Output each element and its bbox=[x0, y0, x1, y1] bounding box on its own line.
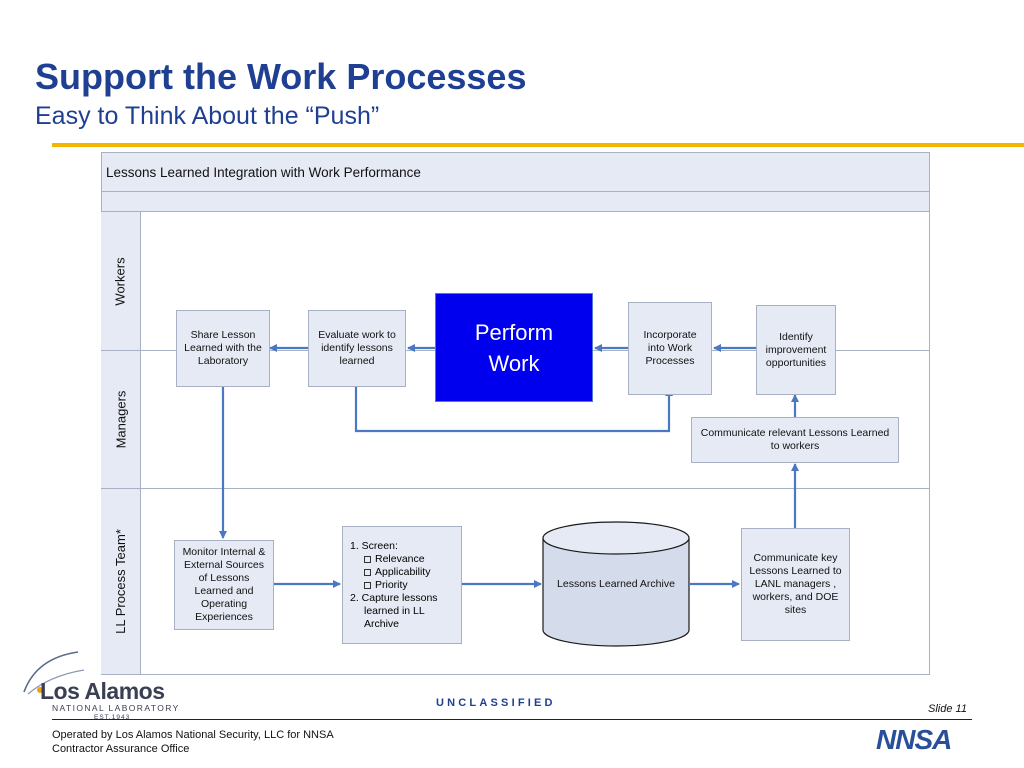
slide-subtitle: Easy to Think About the “Push” bbox=[35, 102, 380, 130]
screen-subitem: Priority bbox=[350, 579, 457, 592]
node-perform-work: Perform Work bbox=[435, 293, 593, 402]
office-text: Contractor Assurance Office bbox=[52, 743, 190, 755]
screen-subitem: Applicability bbox=[350, 566, 457, 579]
slide-title: Support the Work Processes bbox=[35, 56, 527, 97]
node-communicate-relevant: Communicate relevant Lessons Learned to … bbox=[691, 417, 899, 463]
node-communicate-key: Communicate key Lessons Learned to LANL … bbox=[741, 528, 850, 641]
node-screen-capture: 1. Screen: Relevance Applicability Prior… bbox=[342, 526, 462, 644]
lane-label-ll-process-team: LL Process Team* bbox=[101, 488, 141, 674]
node-archive-label: Lessons Learned Archive bbox=[557, 578, 675, 590]
diagram-header-band bbox=[101, 191, 930, 212]
screen-subitem-priority: Priority bbox=[375, 579, 408, 591]
slide-number: Slide 11 bbox=[928, 703, 967, 715]
node-evaluate-work: Evaluate work to identify lessons learne… bbox=[308, 310, 406, 387]
archive-cylinder bbox=[542, 521, 690, 647]
bullet-square-icon bbox=[364, 581, 371, 589]
diagram-header: Lessons Learned Integration with Work Pe… bbox=[101, 152, 930, 192]
node-incorporate: Incorporate into Work Processes bbox=[628, 302, 712, 395]
title-rule bbox=[52, 143, 1024, 147]
screen-item-1: 1. Screen: bbox=[350, 540, 398, 552]
footer-rule bbox=[52, 719, 972, 720]
logo-sub-text: NATIONAL LABORATORY bbox=[52, 703, 180, 713]
logo-est-text: EST.1943 bbox=[94, 714, 131, 721]
logo-main-text: Los Alamos bbox=[40, 678, 165, 704]
lane-label-managers: Managers bbox=[101, 350, 141, 488]
screen-item-2-line-2: learned in LL bbox=[364, 605, 425, 617]
screen-subitem-relevance: Relevance bbox=[375, 553, 425, 565]
operated-by-text: Operated by Los Alamos National Security… bbox=[52, 729, 334, 741]
screen-item-2-line-3: Archive bbox=[364, 618, 400, 630]
bullet-square-icon bbox=[364, 555, 371, 563]
node-share-lesson: Share Lesson Learned with the Laboratory bbox=[176, 310, 270, 387]
screen-subitem: Relevance bbox=[350, 553, 457, 566]
screen-item-2: 2. Capture lessons bbox=[350, 592, 438, 604]
diagram-header-text: Lessons Learned Integration with Work Pe… bbox=[106, 164, 421, 180]
screen-subitem-applicability: Applicability bbox=[375, 566, 431, 578]
arrow-evaluate-to-incorporate bbox=[354, 387, 673, 433]
lane-label-workers: Workers bbox=[101, 212, 141, 350]
lane-divider bbox=[101, 488, 930, 489]
bullet-square-icon bbox=[364, 568, 371, 576]
node-monitor-sources: Monitor Internal & External Sources of L… bbox=[174, 540, 274, 630]
los-alamos-swoosh-icon bbox=[23, 651, 85, 695]
node-identify: Identify improvement opportunities bbox=[756, 305, 836, 395]
classification-label: UNCLASSIFIED bbox=[436, 697, 556, 709]
nnsa-logo: NNSA bbox=[876, 724, 952, 755]
